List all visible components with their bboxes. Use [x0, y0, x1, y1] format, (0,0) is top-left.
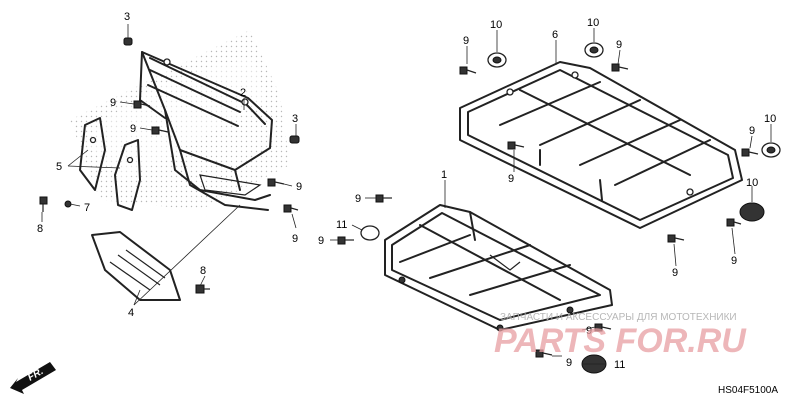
callout-3a: 3 — [124, 11, 130, 23]
callout-9h: 9 — [616, 39, 622, 51]
callout-4: 4 — [128, 307, 134, 319]
callout-11b: 11 — [614, 359, 625, 371]
callout-5: 5 — [56, 161, 62, 173]
cap-10d — [739, 202, 765, 222]
cap-11a — [360, 225, 380, 241]
front-brackets — [79, 117, 141, 211]
callout-9k: 9 — [672, 267, 678, 279]
callout-9a: 9 — [110, 97, 116, 109]
callout-9l: 9 — [731, 255, 737, 267]
callout-7: 7 — [84, 202, 90, 214]
grommet-10b — [584, 42, 604, 58]
grommet-10c — [761, 142, 781, 158]
cap-part-3a — [123, 37, 133, 46]
watermark-tagline: ЗАПЧАСТИ И АКСЕССУАРЫ ДЛЯ МОТОТЕХНИКИ — [500, 312, 737, 323]
callout-8b: 8 — [200, 265, 206, 277]
callout-9i: 9 — [508, 173, 514, 185]
grommet-10a — [487, 52, 507, 68]
callout-1: 1 — [441, 169, 447, 181]
callout-10d: 10 — [746, 177, 758, 189]
callout-3b: 3 — [292, 113, 298, 125]
callout-9d: 9 — [292, 233, 298, 245]
watermark: ЗАПЧАСТИ И АКСЕССУАРЫ ДЛЯ МОТОТЕХНИКИ PA… — [494, 312, 747, 360]
callout-11a: 11 — [336, 219, 347, 231]
front-rack — [139, 51, 273, 211]
vehicle-logo-outline — [85, 60, 265, 180]
rear-upper-rack — [459, 61, 743, 229]
callout-8a: 8 — [37, 223, 43, 235]
callout-9j: 9 — [749, 125, 755, 137]
callout-6: 6 — [552, 29, 558, 41]
skid-cover — [91, 231, 181, 301]
diagram-code: HS04F5100A — [718, 385, 778, 396]
callout-9e: 9 — [355, 193, 361, 205]
rear-lower-rack — [384, 204, 613, 332]
leader-lines — [41, 24, 772, 365]
callout-9f: 9 — [318, 235, 324, 247]
callout-9m: 9 — [586, 325, 592, 337]
cap-part-3b — [289, 135, 300, 144]
callout-10c: 10 — [764, 113, 776, 125]
callout-9n: 9 — [566, 357, 572, 369]
callout-10b: 10 — [587, 17, 599, 29]
callout-9g: 9 — [463, 35, 469, 47]
callout-2: 2 — [240, 87, 246, 99]
bolts — [39, 63, 759, 358]
callout-10a: 10 — [490, 19, 502, 31]
front-direction-arrow: FR. — [10, 362, 56, 394]
watermark-brand: PARTS FOR.RU — [494, 322, 747, 360]
callouts: 3 2 3 9 9 5 7 8 9 9 4 8 1 9 11 9 10 9 6 … — [37, 11, 776, 371]
callout-9c: 9 — [296, 181, 302, 193]
callout-9b: 9 — [130, 123, 136, 135]
